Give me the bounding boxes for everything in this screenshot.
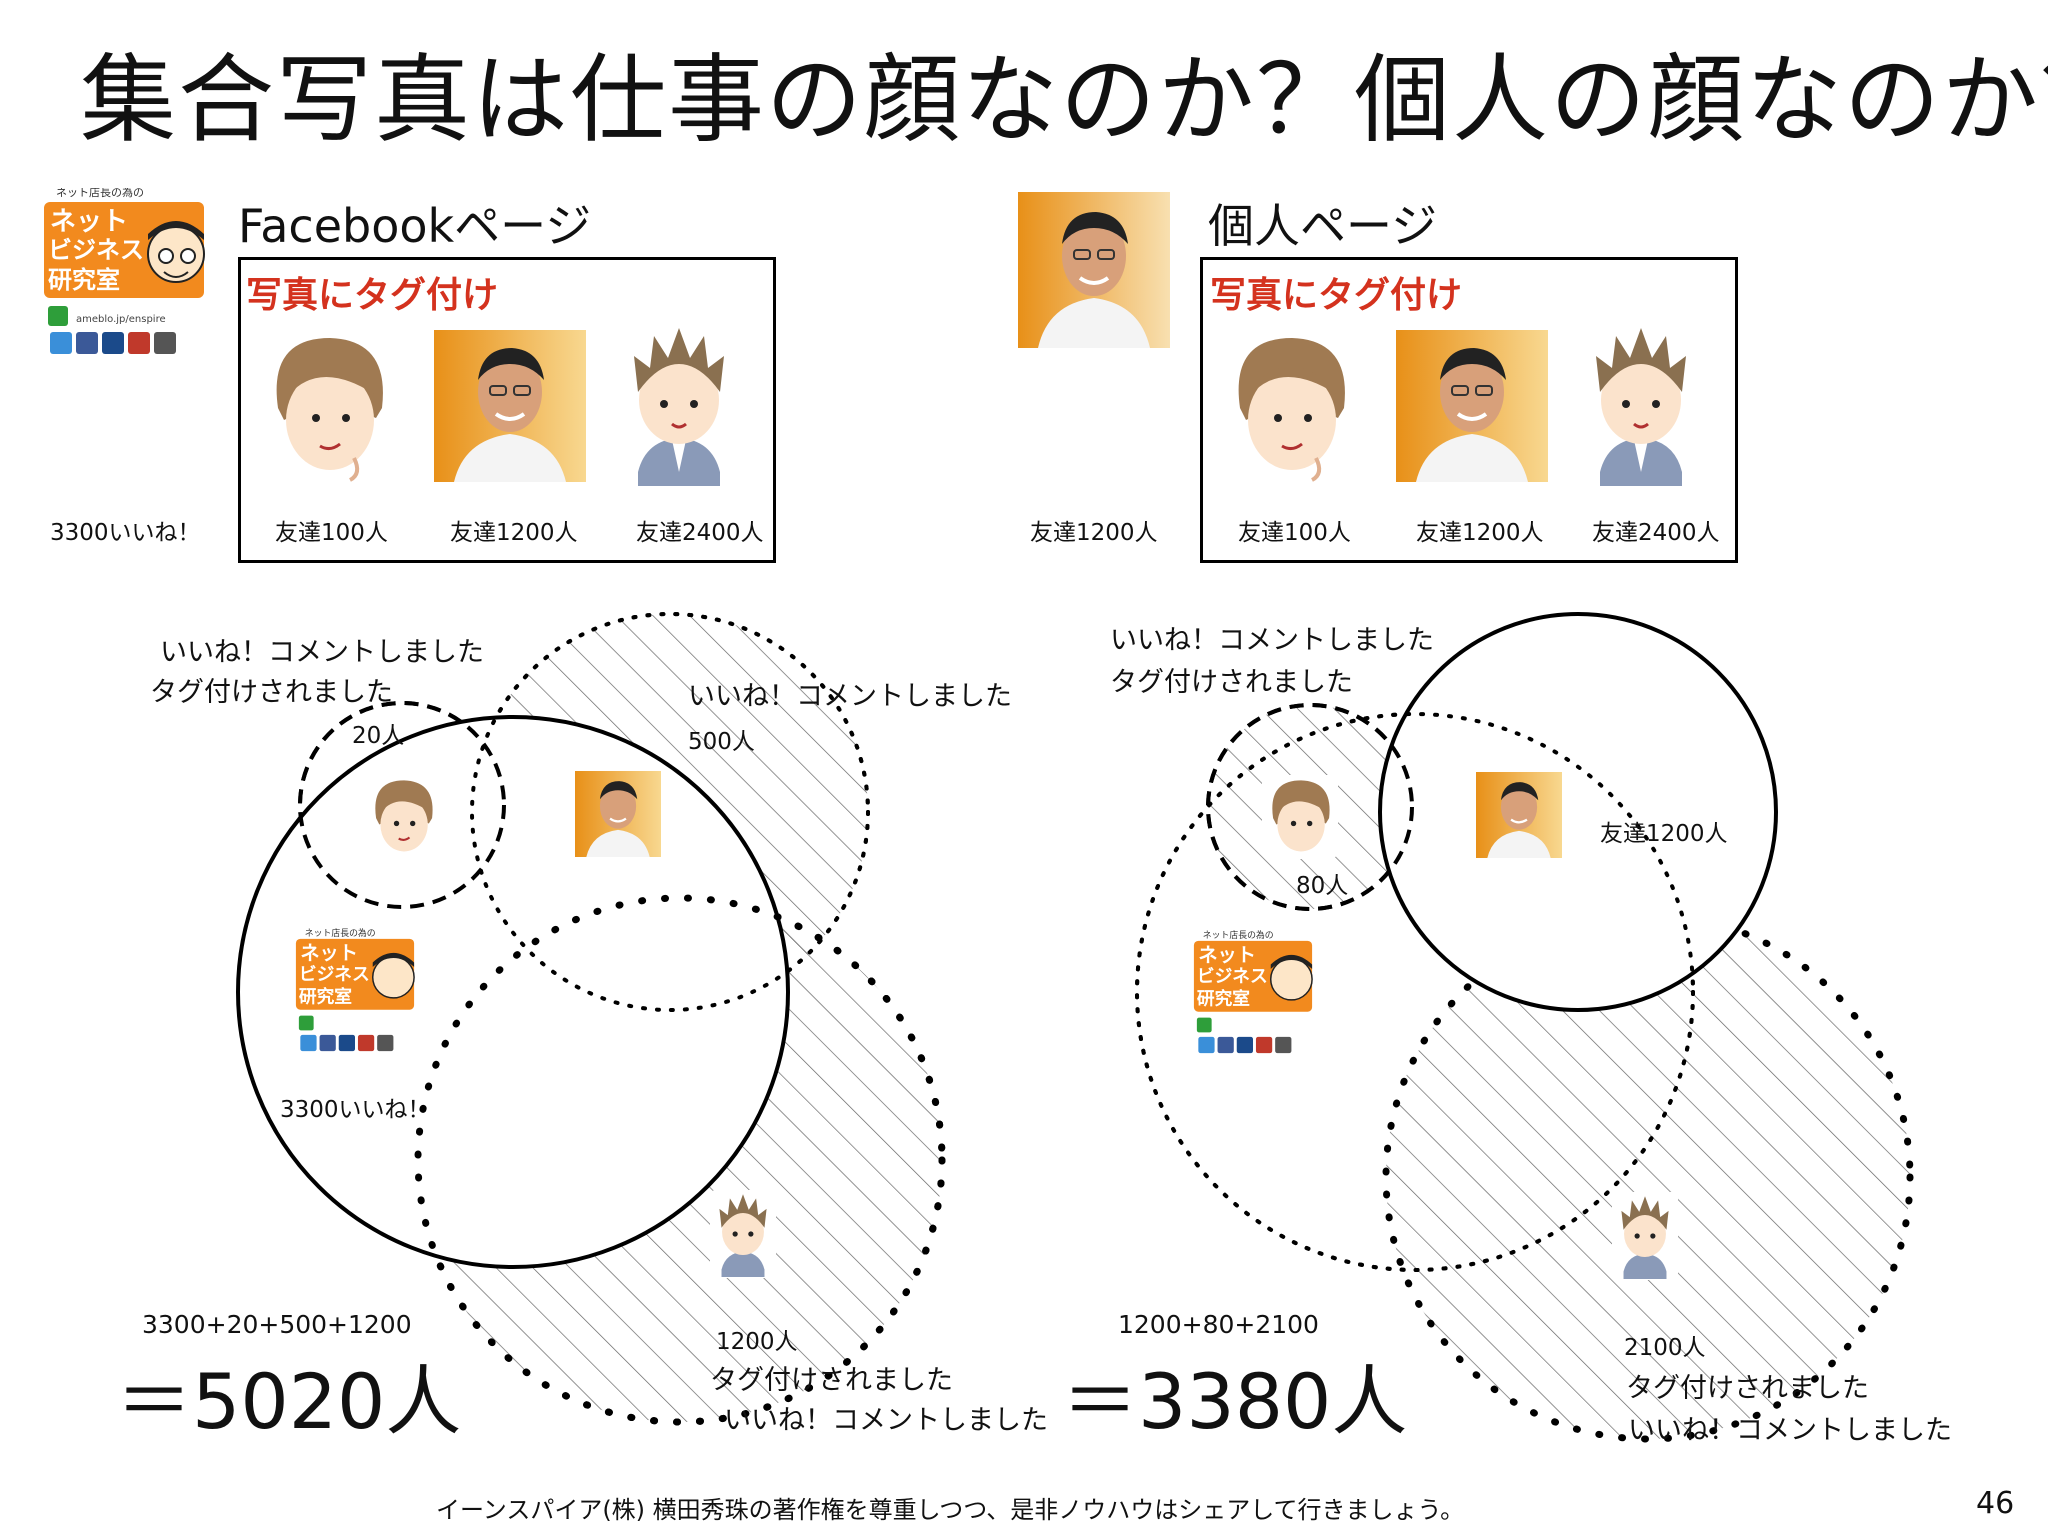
right-count-80: 80人 — [1296, 873, 1349, 899]
svg-text:ビジネス: ビジネス — [299, 964, 370, 985]
right-circle-friends: 友達1200人 — [1600, 821, 1728, 847]
woman-avatar — [1220, 328, 1360, 484]
svg-text:研究室: 研究室 — [1197, 987, 1250, 1009]
facebook-page-title: Facebookページ — [238, 199, 592, 253]
page-number: 46 — [1976, 1486, 2015, 1521]
right-note-line2: タグ付けされました — [1110, 667, 1353, 698]
man-photo — [1396, 330, 1548, 482]
footer-copyright: イーンスパイア(株) 横田秀珠の著作権を尊重しつつ、是非ノウハウはシェアして行き… — [436, 1496, 1465, 1524]
left-page-likes: 3300いいね！ — [50, 520, 201, 546]
left-boy-count: 1200人 — [716, 1329, 798, 1355]
logo-image: ネット店長の為の ネット ビジネス 研究室 ameblo.jp/enspire — [36, 185, 212, 360]
owner-friend-count: 友達1200人 — [1030, 520, 1158, 546]
svg-text:ネット店長の為の: ネット店長の為の — [1203, 930, 1274, 941]
woman-avatar — [258, 328, 398, 484]
man-photo — [434, 330, 586, 482]
svg-text:ネット店長の為の: ネット店長の為の — [305, 928, 376, 939]
man-photo-small — [575, 771, 661, 857]
svg-text:ビジネス: ビジネス — [48, 236, 144, 264]
svg-text:研究室: 研究室 — [48, 266, 120, 294]
left-fans-count: 500人 — [688, 729, 755, 755]
right-boy-note-line3: いいね！コメントしました — [1628, 1415, 1952, 1446]
left-total: ＝5020人 — [116, 1357, 462, 1446]
logo-image-small: ネット店長の為の ネット ビジネス 研究室 — [1188, 929, 1318, 1058]
personal-page-title: 個人ページ — [1208, 199, 1438, 253]
right-note-line1: いいね！コメントしました — [1110, 625, 1434, 656]
right-equation: 1200+80+2100 — [1118, 1310, 1319, 1339]
man-photo-small — [1476, 772, 1562, 858]
right-boy-friends-set — [1382, 911, 1914, 1443]
svg-text:ネット店長の為の: ネット店長の為の — [56, 188, 144, 199]
slide-title: 集合写真は仕事の顔なのか？個人の顔なのか？ — [80, 44, 2048, 156]
left-woman-note-line2: タグ付けされました — [150, 677, 393, 708]
right-friend-count-2: 友達1200人 — [1416, 520, 1544, 546]
svg-text:ビジネス: ビジネス — [1197, 966, 1268, 987]
boy-avatar-small — [710, 1190, 776, 1278]
left-friend-count-3: 友達2400人 — [636, 520, 764, 546]
boy-avatar — [616, 322, 742, 486]
right-tag-box — [1200, 257, 1738, 563]
left-tag-box — [238, 257, 776, 563]
right-boy-count: 2100人 — [1624, 1335, 1706, 1361]
right-tag-label: 写真にタグ付け — [1210, 275, 1463, 316]
left-fans-note-line1: いいね！コメントしました — [688, 681, 1012, 712]
left-equation: 3300+20+500+1200 — [142, 1310, 412, 1339]
right-owner-friends-set — [1378, 612, 1778, 1012]
right-total: ＝3380人 — [1062, 1357, 1408, 1446]
left-friend-count-2: 友達1200人 — [450, 520, 578, 546]
right-friend-count-3: 友達2400人 — [1592, 520, 1720, 546]
left-count-20: 20人 — [352, 723, 405, 749]
svg-text:ameblo.jp/enspire: ameblo.jp/enspire — [76, 314, 166, 325]
woman-avatar-small — [1262, 775, 1338, 859]
svg-text:ネット: ネット — [1198, 944, 1256, 967]
svg-text:ネット: ネット — [50, 207, 128, 237]
left-woman-note-line1: いいね！コメントしました — [160, 637, 484, 668]
right-boy-note-line2: タグ付けされました — [1626, 1373, 1869, 1404]
boy-avatar-small — [1612, 1192, 1678, 1280]
svg-text:研究室: 研究室 — [299, 985, 352, 1007]
svg-text:ネット: ネット — [300, 942, 358, 965]
left-boy-note-line2: タグ付けされました — [710, 1365, 953, 1396]
boy-avatar — [1578, 322, 1704, 486]
left-boy-note-line3: いいね！コメントしました — [724, 1405, 1048, 1436]
right-friend-count-1: 友達100人 — [1238, 520, 1351, 546]
owner-photo — [1018, 192, 1170, 348]
woman-avatar-small — [365, 775, 441, 859]
logo-image-small: ネット店長の為の ネット ビジネス 研究室 — [290, 927, 420, 1056]
left-tag-label: 写真にタグ付け — [246, 275, 499, 316]
left-friend-count-1: 友達100人 — [275, 520, 388, 546]
left-inner-likes: 3300いいね！ — [280, 1097, 431, 1123]
